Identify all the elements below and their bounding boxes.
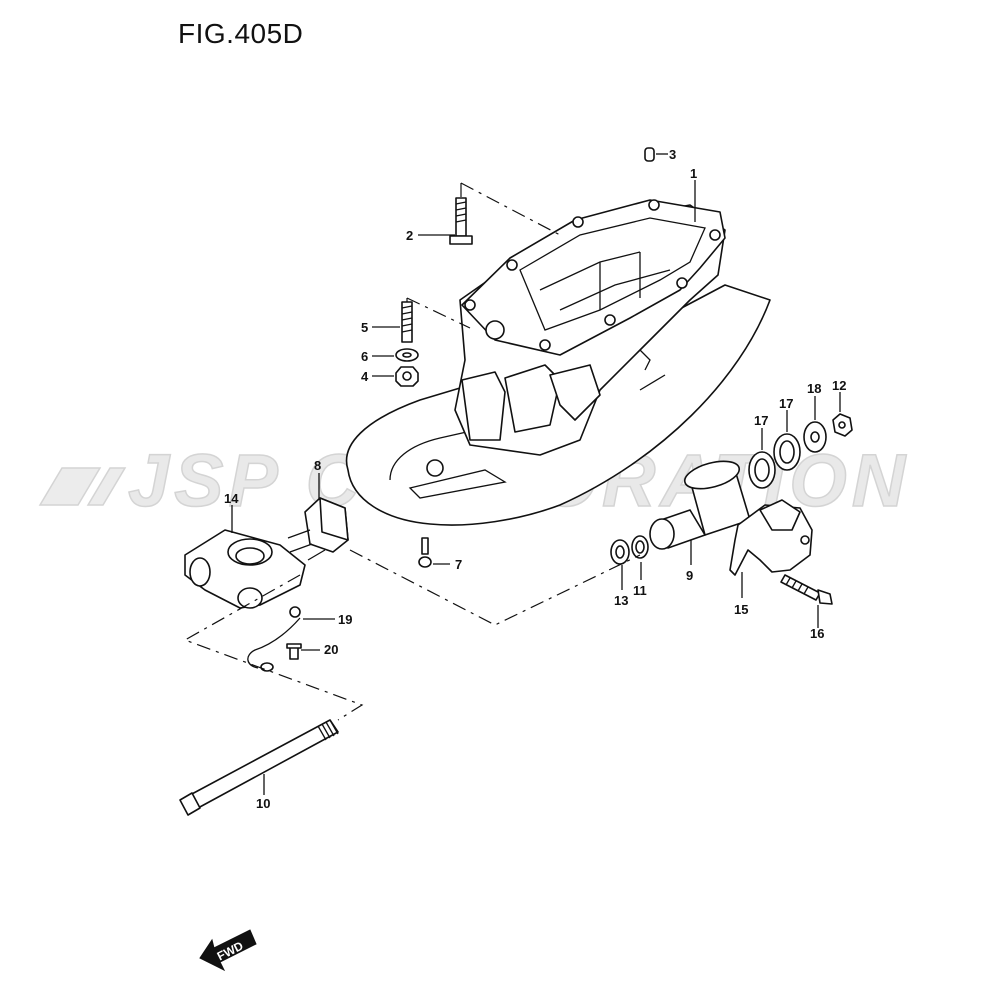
leader-lines — [231, 153, 841, 795]
callout-13: 13 — [614, 593, 628, 608]
callout-9: 9 — [686, 568, 693, 583]
part-3-dowel-pin — [644, 147, 655, 162]
callout-20: 20 — [324, 642, 338, 657]
part-2-bolt — [449, 197, 473, 245]
callout-3: 3 — [669, 147, 676, 162]
part-13-washer — [610, 539, 630, 565]
callout-5: 5 — [361, 320, 368, 335]
callout-14: 14 — [224, 491, 239, 506]
part-7-screw — [418, 537, 432, 568]
part-6-washer — [395, 348, 419, 362]
part-11-washer — [631, 535, 649, 559]
callout-8: 8 — [314, 458, 321, 473]
part-19-ground-wire — [247, 606, 301, 672]
callout-10: 10 — [256, 796, 270, 811]
callout-16: 16 — [810, 626, 824, 641]
callout-7: 7 — [455, 557, 462, 572]
figure-title: FIG.405D — [178, 18, 304, 49]
callout-6: 6 — [361, 349, 368, 364]
part-15-clamp — [729, 499, 813, 576]
callout-2: 2 — [406, 228, 413, 243]
part-17-washer-a — [748, 451, 776, 489]
part-5-stud-bolt — [401, 301, 413, 343]
part-12-nut — [832, 413, 853, 437]
part-1-driveshaft-housing — [345, 199, 771, 526]
callout-17-b: 17 — [779, 396, 793, 411]
part-18-washer — [803, 421, 827, 453]
part-10-through-bolt — [179, 719, 339, 816]
part-16-bolt — [780, 574, 833, 605]
callout-4: 4 — [361, 369, 369, 384]
callout-1: 1 — [690, 166, 697, 181]
part-14-mount-bracket — [184, 529, 306, 609]
forward-arrow-icon: FWD — [199, 929, 257, 972]
callout-11: 11 — [633, 583, 647, 598]
callout-18: 18 — [807, 381, 821, 396]
callout-17-a: 17 — [754, 413, 768, 428]
callout-15: 15 — [734, 602, 748, 617]
callout-19: 19 — [338, 612, 352, 627]
part-4-nut — [395, 366, 419, 387]
assembly-reference-lines — [183, 182, 641, 721]
part-8-mount-rubber — [287, 497, 349, 561]
part-20-bolt — [286, 643, 302, 660]
callout-12: 12 — [832, 378, 846, 393]
part-17-washer-b — [773, 433, 801, 471]
callout-labels: 1 2 3 4 5 6 7 8 9 10 11 12 13 14 15 16 1… — [224, 147, 846, 811]
part-9-bushing — [649, 460, 751, 550]
